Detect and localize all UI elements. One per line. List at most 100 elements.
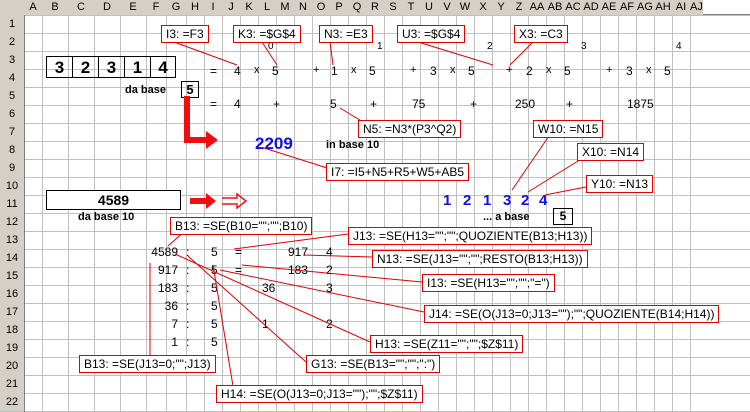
row-header-19[interactable]: 19	[0, 339, 24, 357]
callout-h14: H14: =SE(O(J13=0;J13="");"";$Z$11)	[216, 385, 423, 403]
row-header-22[interactable]: 22	[0, 393, 24, 411]
input-4589-box[interactable]: 4589	[46, 190, 181, 210]
row5-item-0: =	[210, 97, 218, 111]
row-header-5[interactable]: 5	[0, 87, 24, 105]
digit-cell-0[interactable]: 3	[46, 56, 72, 78]
col-header-m[interactable]: M	[276, 0, 294, 15]
col-header-ad[interactable]: AD	[582, 0, 600, 15]
row-header-11[interactable]: 11	[0, 195, 24, 213]
col-header-aj[interactable]: AJ	[690, 0, 703, 15]
table-col_h-5: 1	[171, 335, 178, 349]
connector-0	[173, 41, 238, 66]
row-header-3[interactable]: 3	[0, 51, 24, 69]
col-header-x[interactable]: X	[474, 0, 492, 15]
col-header-a[interactable]: A	[24, 0, 42, 15]
row-header-13[interactable]: 13	[0, 231, 24, 249]
col-header-g[interactable]: G	[166, 0, 186, 15]
row-header-18[interactable]: 18	[0, 321, 24, 339]
row5-item-9: 1875	[627, 97, 654, 111]
col-header-s[interactable]: S	[384, 0, 402, 15]
col-header-aa[interactable]: AA	[528, 0, 546, 15]
table-col_m-0: 917	[288, 245, 309, 259]
col-header-j[interactable]: J	[222, 0, 240, 15]
connector-18	[212, 264, 235, 393]
col-header-ai[interactable]: AI	[672, 0, 690, 15]
a-base-label: ... a base	[483, 211, 530, 223]
col-header-ac[interactable]: AC	[564, 0, 582, 15]
col-header-u[interactable]: U	[420, 0, 438, 15]
row3-item-16: +	[606, 64, 613, 76]
col-header-i[interactable]: I	[204, 0, 222, 15]
input-4589: 4589	[97, 192, 130, 208]
col-header-c[interactable]: C	[68, 0, 94, 15]
col-header-v[interactable]: V	[438, 0, 456, 15]
callout-y10: Y10: =N13	[586, 175, 654, 193]
row3-item-17: 3	[626, 64, 633, 78]
digit-cell-2[interactable]: 3	[98, 56, 124, 78]
row3-item-2: x	[254, 64, 260, 76]
row-header-15[interactable]: 15	[0, 267, 24, 285]
digit-cell-3[interactable]: 1	[124, 56, 150, 78]
col-header-b[interactable]: B	[42, 0, 68, 15]
row-header-12[interactable]: 12	[0, 213, 24, 231]
row-header-2[interactable]: 2	[0, 33, 24, 51]
row-header-10[interactable]: 10	[0, 177, 24, 195]
exp-2: 2	[487, 41, 493, 52]
connector-4	[509, 41, 534, 66]
row-header-6[interactable]: 6	[0, 105, 24, 123]
row-header-7[interactable]: 7	[0, 123, 24, 141]
col-header-w[interactable]: W	[456, 0, 474, 15]
table-col_h-4: 7	[171, 317, 178, 331]
table-col_m-2: 36	[262, 281, 276, 295]
col-header-o[interactable]: O	[312, 0, 330, 15]
row5-item-3: 5	[330, 97, 337, 111]
col-header-q[interactable]: Q	[348, 0, 366, 15]
digit-cell-4[interactable]: 4	[150, 56, 176, 78]
col-header-ah[interactable]: AH	[654, 0, 672, 15]
row5-item-5: 75	[412, 97, 426, 111]
table-col_j-5: 5	[211, 335, 218, 349]
table-col_i-4: :	[186, 317, 190, 331]
row-header-4[interactable]: 4	[0, 69, 24, 87]
col-header-n[interactable]: N	[294, 0, 312, 15]
col-header-p[interactable]: P	[330, 0, 348, 15]
digit-cell-1[interactable]: 2	[72, 56, 98, 78]
col-header-r[interactable]: R	[366, 0, 384, 15]
select-all-corner[interactable]	[0, 0, 24, 15]
callout-n3: N3: =E3	[319, 25, 373, 43]
col-header-e[interactable]: E	[120, 0, 146, 15]
connector-1	[261, 41, 278, 66]
col-header-d[interactable]: D	[94, 0, 120, 15]
table-col_h-2: 183	[157, 281, 178, 295]
col-header-f[interactable]: F	[146, 0, 166, 15]
col-header-z[interactable]: Z	[510, 0, 528, 15]
row-header-16[interactable]: 16	[0, 285, 24, 303]
table-col_j-1: 5	[211, 263, 218, 277]
col-header-ae[interactable]: AE	[600, 0, 618, 15]
row5-item-4: +	[370, 97, 378, 111]
arrow-down-right-icon	[184, 96, 218, 149]
col-header-l[interactable]: L	[258, 0, 276, 15]
row-header-9[interactable]: 9	[0, 159, 24, 177]
row-header-1[interactable]: 1	[0, 15, 24, 33]
col-header-ab[interactable]: AB	[546, 0, 564, 15]
col-header-af[interactable]: AF	[618, 0, 636, 15]
row5-item-8: +	[566, 97, 574, 111]
callout-x3: X3: =C3	[514, 25, 568, 43]
row-header-8[interactable]: 8	[0, 141, 24, 159]
row3-item-6: x	[351, 64, 357, 76]
row-header-20[interactable]: 20	[0, 357, 24, 375]
row-header-17[interactable]: 17	[0, 303, 24, 321]
col-header-ag[interactable]: AG	[636, 0, 654, 15]
col-header-k[interactable]: K	[240, 0, 258, 15]
callout-b13b: B13: =SE(J13=0;"";J13)	[79, 355, 216, 373]
row-header-14[interactable]: 14	[0, 249, 24, 267]
col-header-t[interactable]: T	[402, 0, 420, 15]
col-header-h[interactable]: H	[186, 0, 204, 15]
row-header-21[interactable]: 21	[0, 375, 24, 393]
a-base-box[interactable]: 5	[553, 208, 573, 225]
col-header-y[interactable]: Y	[492, 0, 510, 15]
callout-h13: H13: =SE(Z11="";"";$Z$11)	[370, 335, 524, 353]
